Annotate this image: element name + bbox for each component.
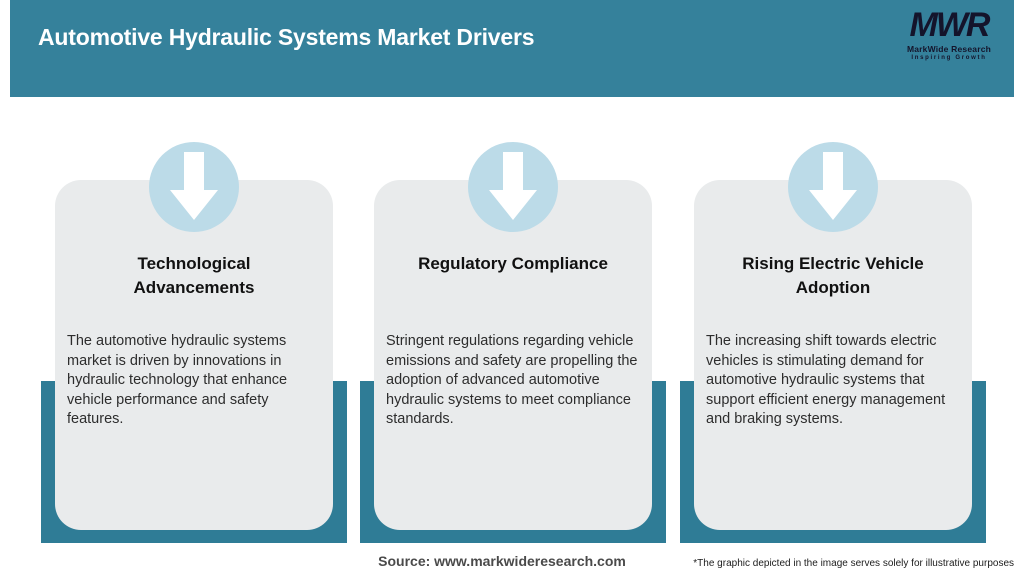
card-body: Stringent regulations regarding vehicle … xyxy=(386,333,638,427)
driver-card: Regulatory Compliance Stringent regulati… xyxy=(374,180,652,530)
card-title: Technological Advancements xyxy=(133,254,255,297)
arrow-down-icon xyxy=(809,152,857,220)
arrow-badge xyxy=(468,142,558,232)
arrow-badge xyxy=(788,142,878,232)
driver-card-group: Technological Advancements The automotiv… xyxy=(41,0,347,576)
logo-company-name: MarkWide Research xyxy=(906,43,992,54)
card-body: The increasing shift towards electric ve… xyxy=(706,333,946,427)
driver-card: Technological Advancements The automotiv… xyxy=(55,180,333,530)
page-title: Automotive Hydraulic Systems Market Driv… xyxy=(38,24,535,50)
card-title: Rising Electric Vehicle Adoption xyxy=(742,254,924,297)
driver-card-group: Rising Electric Vehicle Adoption The inc… xyxy=(680,0,986,576)
driver-card: Rising Electric Vehicle Adoption The inc… xyxy=(694,180,972,530)
source-text: Source: www.markwideresearch.com xyxy=(378,553,626,569)
card-body: The automotive hydraulic systems market … xyxy=(67,333,288,427)
markwide-logo: MWR MarkWide Research Inspiring Growth xyxy=(898,8,1000,61)
card-title: Regulatory Compliance xyxy=(418,254,608,273)
logo-monogram: MWR xyxy=(909,6,991,44)
header-banner: Automotive Hydraulic Systems Market Driv… xyxy=(10,0,1014,97)
driver-card-group: Regulatory Compliance Stringent regulati… xyxy=(360,0,666,576)
logo-tagline: Inspiring Growth xyxy=(911,55,987,62)
arrow-down-icon xyxy=(489,152,537,220)
disclaimer-text: *The graphic depicted in the image serve… xyxy=(693,558,1014,569)
arrow-down-icon xyxy=(170,152,218,220)
arrow-badge xyxy=(149,142,239,232)
